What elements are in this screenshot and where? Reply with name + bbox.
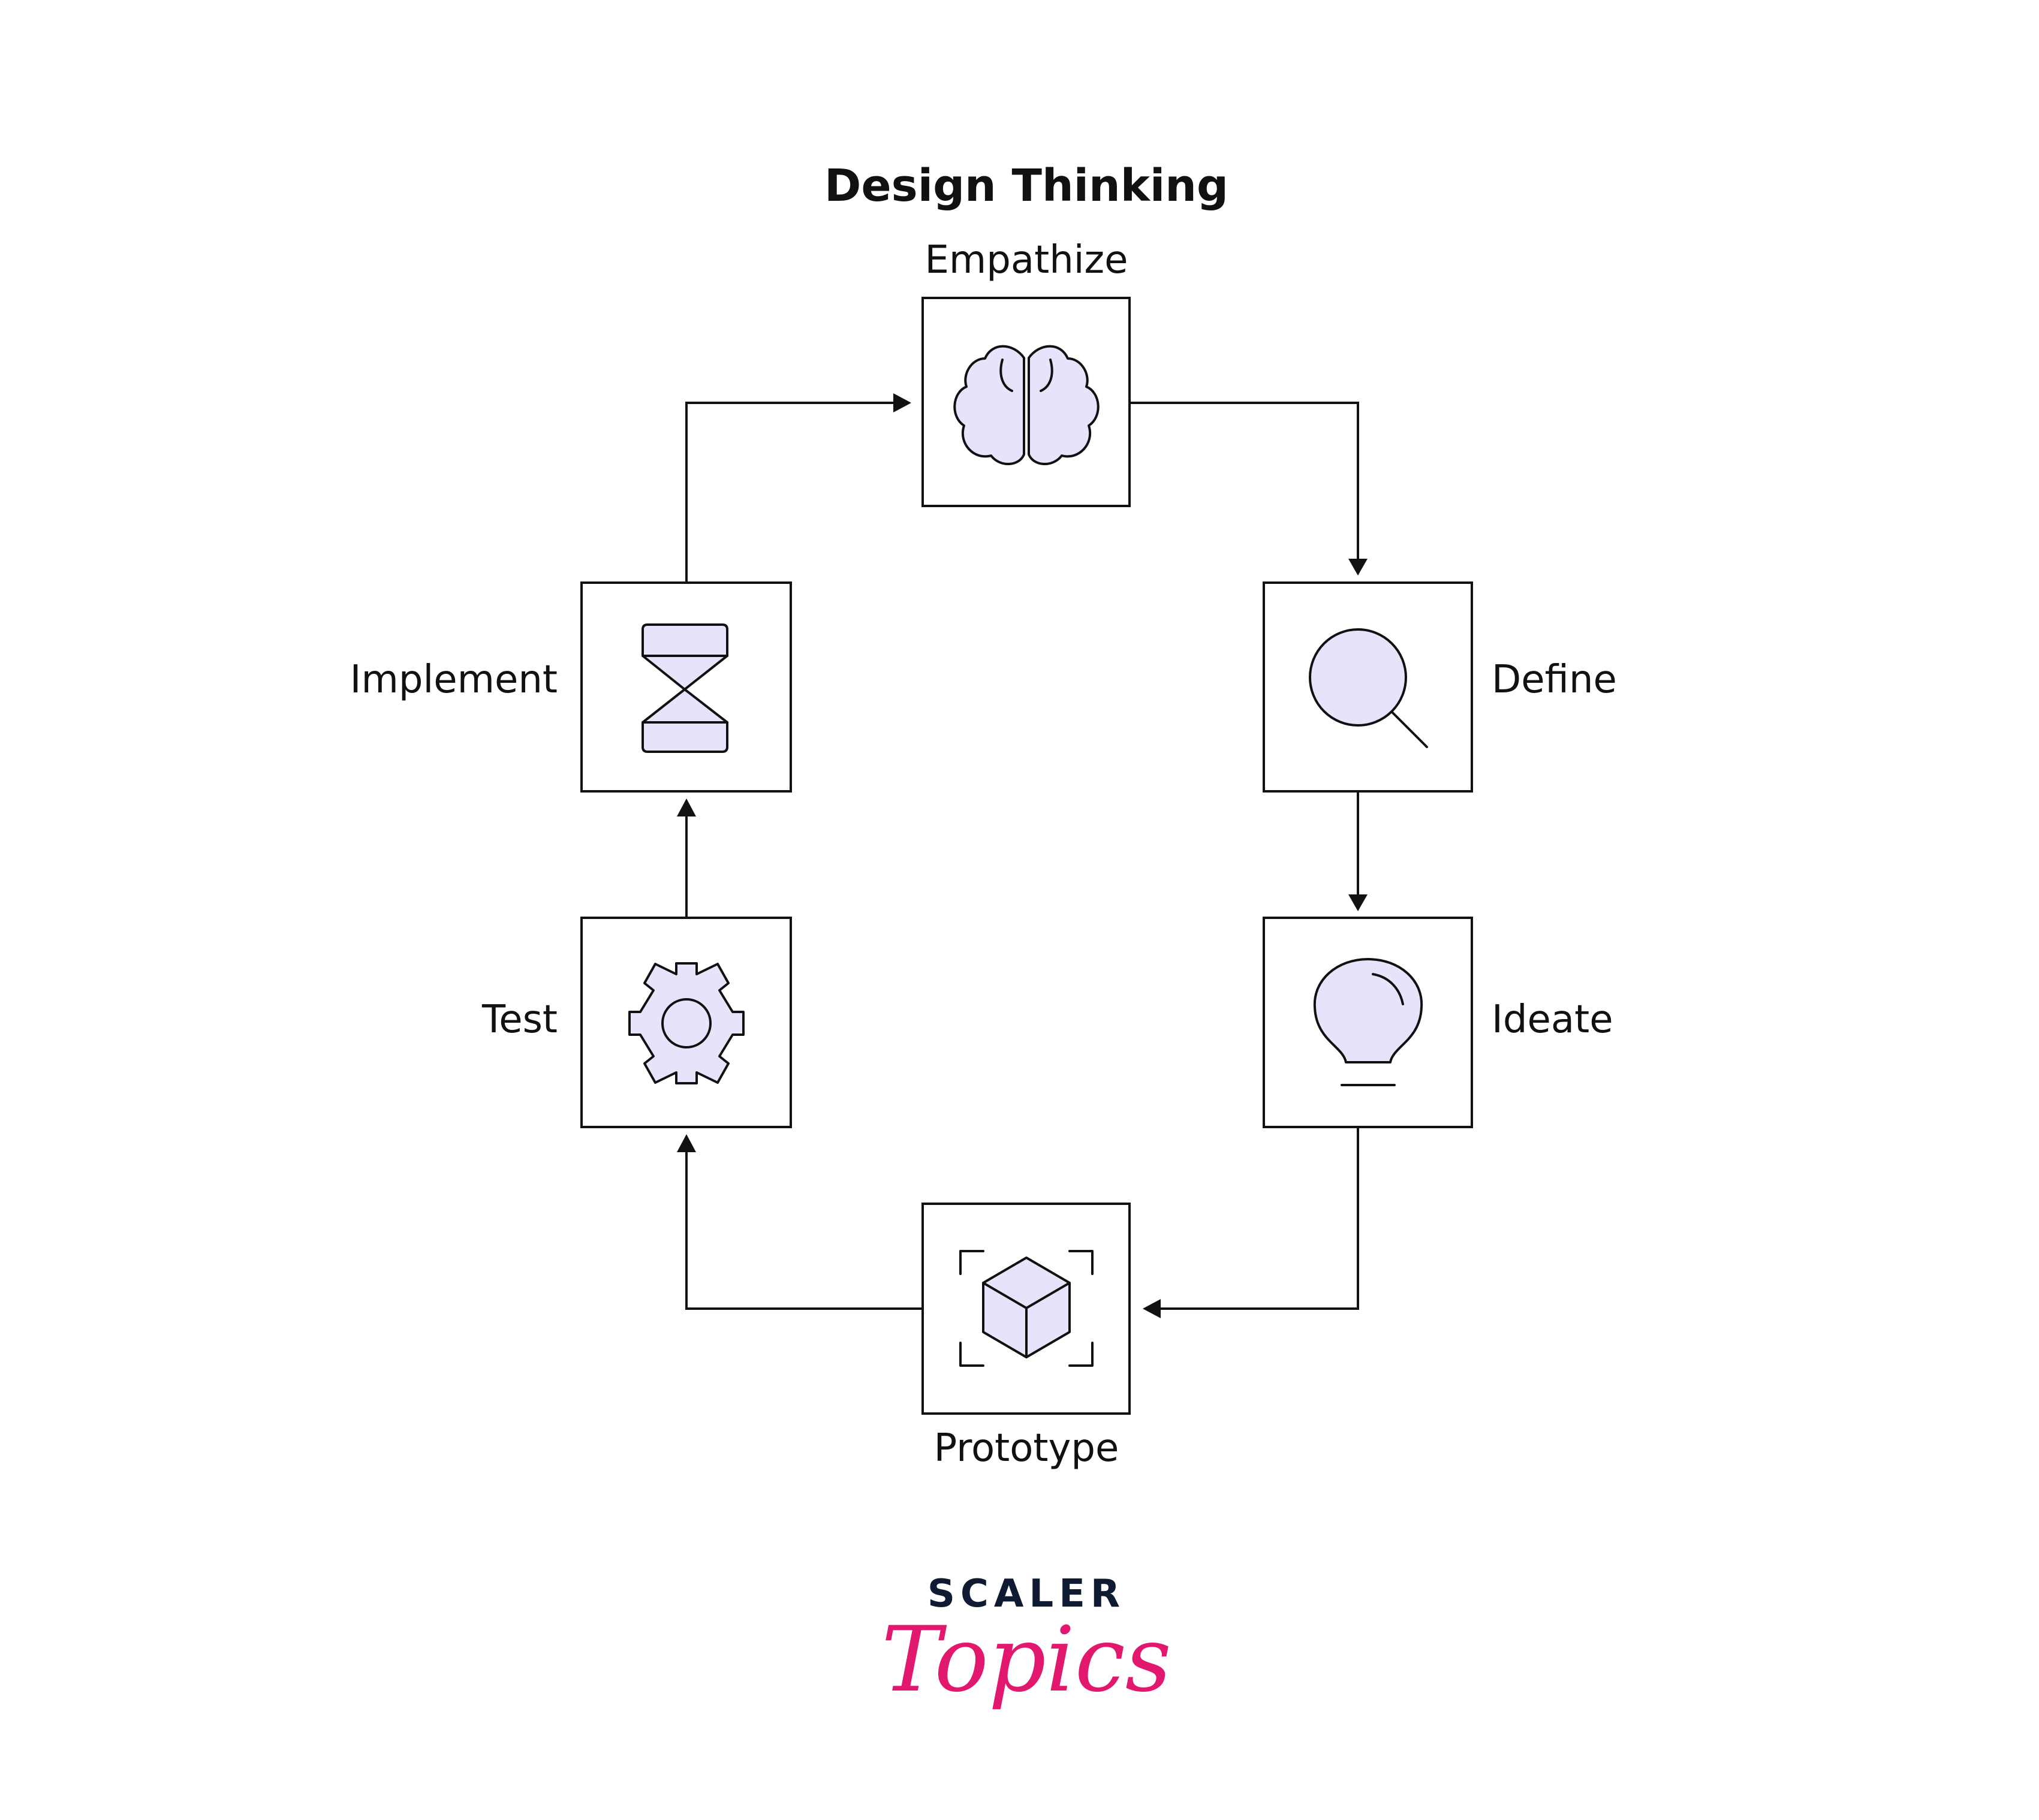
- arrowhead-test: [677, 1134, 696, 1152]
- cube-icon: [959, 1250, 1094, 1367]
- cycle-connectors: [677, 393, 1368, 1318]
- scaler-topics-logo: SCALER Topics: [881, 1572, 1171, 1712]
- arrowhead-ideate: [1348, 894, 1368, 911]
- lightbulb-icon: [1313, 958, 1423, 1086]
- gear-icon: [628, 962, 745, 1084]
- arrow-implement-to-empathize: [685, 402, 902, 583]
- arrow-ideate-to-prototype: [1151, 1127, 1359, 1310]
- logo-scaler-text: SCALER: [927, 1572, 1125, 1616]
- arrow-prototype-to-test: [685, 1142, 923, 1310]
- step-prototype: Prototype: [921, 1203, 1131, 1471]
- hourglass-icon: [641, 623, 728, 753]
- step-label-test: Test: [481, 998, 558, 1042]
- arrowhead-empathize: [893, 393, 911, 412]
- arrow-empathize-to-define: [1130, 402, 1359, 569]
- step-label-define: Define: [1492, 658, 1617, 702]
- brain-icon: [953, 345, 1100, 465]
- step-test: Test: [481, 917, 792, 1128]
- step-label-empathize: Empathize: [924, 238, 1128, 282]
- step-define: Define: [1263, 581, 1617, 793]
- logo-topics-text: Topics: [881, 1608, 1171, 1712]
- step-label-prototype: Prototype: [934, 1426, 1119, 1471]
- step-label-ideate: Ideate: [1492, 998, 1613, 1042]
- arrowhead-implement: [677, 798, 696, 816]
- arrowhead-prototype: [1143, 1299, 1161, 1318]
- step-implement: Implement: [350, 581, 792, 793]
- step-ideate: Ideate: [1263, 917, 1613, 1128]
- step-label-implement: Implement: [350, 658, 558, 702]
- magnifier-icon: [1309, 628, 1428, 748]
- step-empathize: Empathize: [921, 238, 1131, 507]
- arrowhead-define: [1348, 559, 1368, 575]
- diagram-title: Design Thinking: [824, 160, 1228, 212]
